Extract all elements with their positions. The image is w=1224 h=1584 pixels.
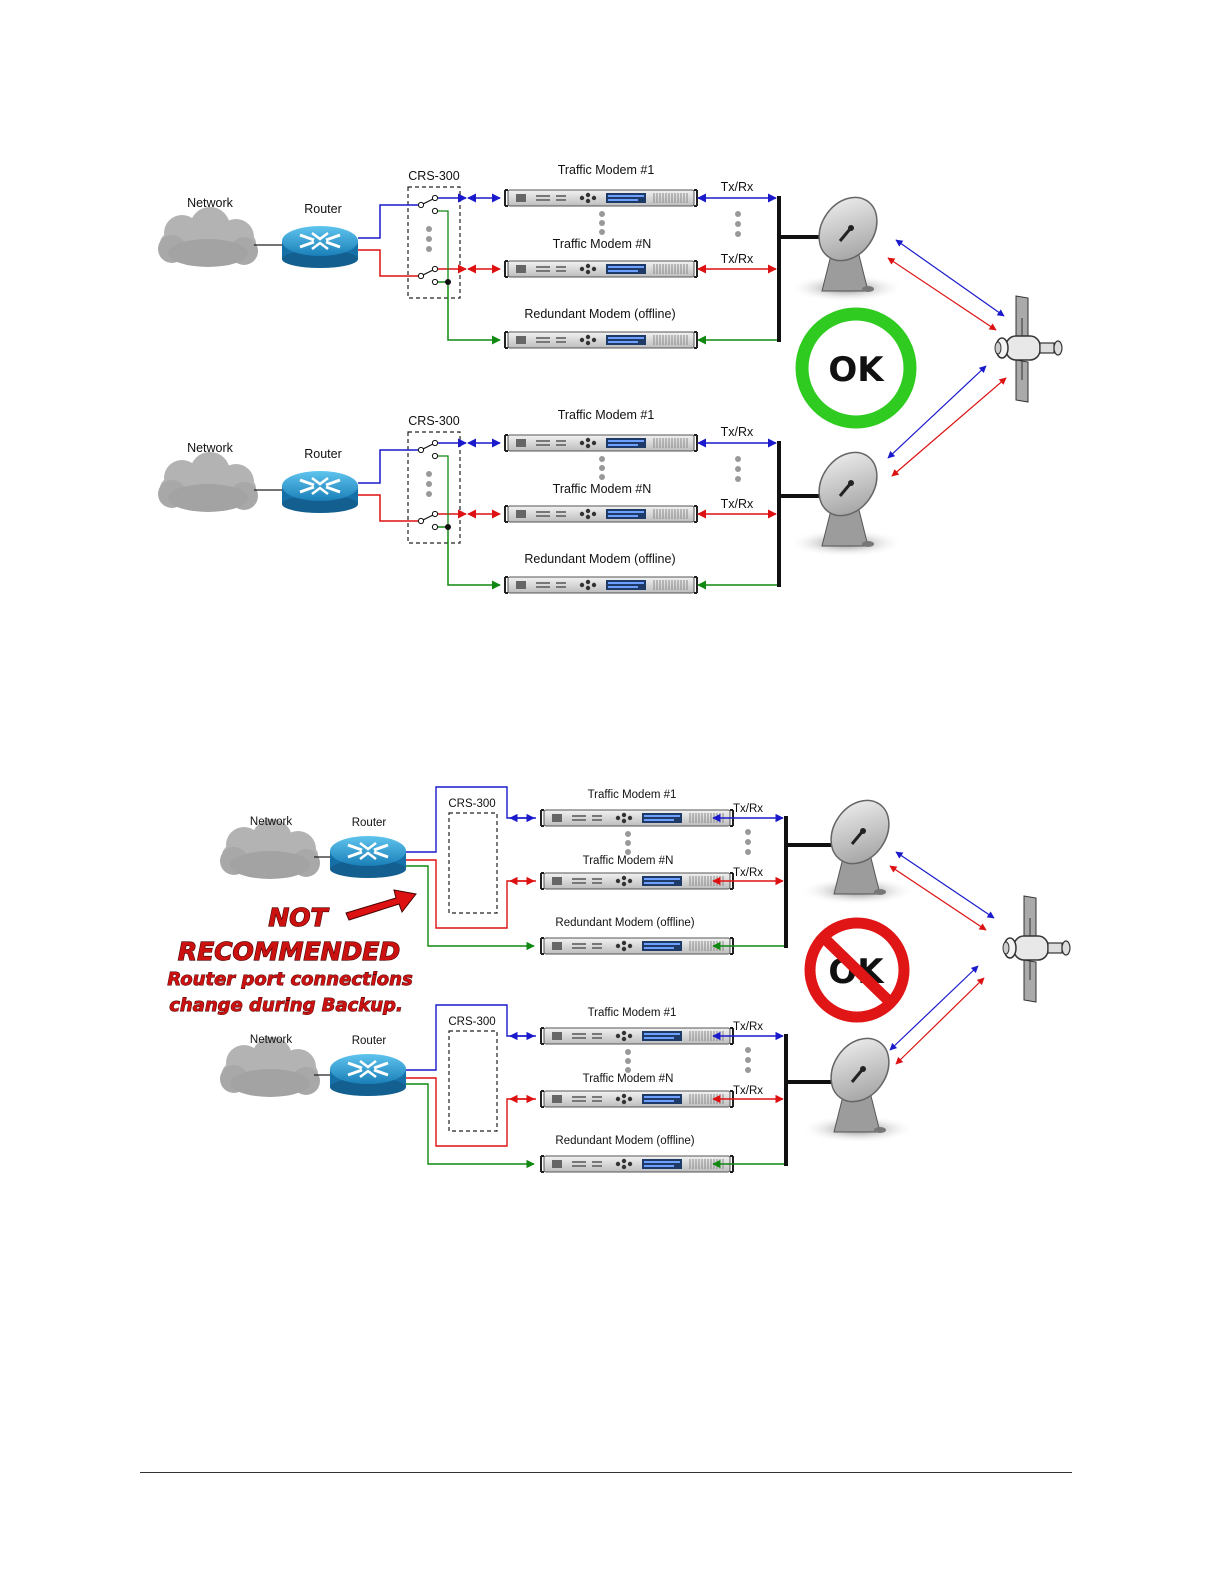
modem-icon xyxy=(540,1027,734,1045)
traffic-modem-n-label: Traffic Modem #N xyxy=(553,482,652,496)
bottom-diagram: Network Router CRS-300 Traffic Modem #1 … xyxy=(167,786,1071,1173)
modem-icon xyxy=(540,1090,734,1108)
traffic-modem-n-label: Traffic Modem #N xyxy=(553,237,652,251)
traffic-modem-n-label: Traffic Modem #N xyxy=(583,855,674,867)
txrx-label: Tx/Rx xyxy=(721,425,754,439)
txrx-label: Tx/Rx xyxy=(733,867,763,879)
dish-icon xyxy=(786,439,906,559)
crs-label: CRS-300 xyxy=(408,169,459,183)
cloud-icon xyxy=(158,452,258,512)
modem-icon xyxy=(540,872,734,890)
traffic-modem-1-label: Traffic Modem #1 xyxy=(588,789,677,801)
txrx-label: Tx/Rx xyxy=(721,180,754,194)
dish-icon xyxy=(798,787,918,907)
cloud-icon xyxy=(220,1037,320,1097)
arrow-icon xyxy=(345,889,417,921)
crs-box xyxy=(407,431,461,544)
warning-callout: NOT RECOMMENDED Router port connections … xyxy=(167,889,417,1016)
redundant-modem-label: Redundant Modem (offline) xyxy=(524,307,675,321)
redundant-modem-label: Redundant Modem (offline) xyxy=(555,1135,694,1147)
modem-icon xyxy=(540,809,734,827)
crs-label: CRS-300 xyxy=(448,1016,495,1028)
footer-rule xyxy=(140,1472,1072,1473)
crs-box xyxy=(448,1030,498,1132)
traffic-modem-1-label: Traffic Modem #1 xyxy=(558,408,655,422)
traffic-modem-n-label: Traffic Modem #N xyxy=(583,1073,674,1085)
router-label: Router xyxy=(304,202,342,216)
modem-icon xyxy=(504,434,698,452)
crs-box xyxy=(448,812,498,914)
txrx-label: Tx/Rx xyxy=(733,803,763,815)
top-system-1: Network Router CRS-300 Traff xyxy=(158,163,906,349)
dish-icon xyxy=(798,1025,918,1145)
modem-icon xyxy=(504,505,698,523)
router-icon xyxy=(280,224,360,270)
crs-label: CRS-300 xyxy=(408,414,459,428)
warning-not: NOT xyxy=(268,903,329,932)
redundant-modem-label: Redundant Modem (offline) xyxy=(555,917,694,929)
warning-line-3: Router port connections xyxy=(167,969,413,990)
router-icon xyxy=(328,834,408,880)
txrx-label: Tx/Rx xyxy=(721,497,754,511)
router-label: Router xyxy=(304,447,342,461)
modem-icon xyxy=(504,576,698,594)
no-symbol-icon: OK xyxy=(804,917,910,1023)
modem-icon xyxy=(504,189,698,207)
top-system-2: Network Router CRS-300 Traff xyxy=(158,408,906,594)
crs-box xyxy=(407,186,461,299)
satellite-icon xyxy=(994,295,1063,403)
modem-icon xyxy=(504,331,698,349)
top-diagram: Network Router CRS-300 Traff xyxy=(158,163,1063,594)
router-label: Router xyxy=(352,1035,387,1047)
warning-recommended: RECOMMENDED xyxy=(178,937,400,966)
network-label: Network xyxy=(187,196,234,210)
modem-icon xyxy=(504,260,698,278)
redundant-modem-label: Redundant Modem (offline) xyxy=(524,552,675,566)
cloud-icon xyxy=(220,819,320,879)
router-label: Router xyxy=(352,817,387,829)
network-label: Network xyxy=(250,816,292,828)
txrx-label: Tx/Rx xyxy=(721,252,754,266)
txrx-label: Tx/Rx xyxy=(733,1085,763,1097)
traffic-modem-1-label: Traffic Modem #1 xyxy=(558,163,655,177)
ok-badge-icon: OK xyxy=(795,307,917,429)
satellite-icon xyxy=(1002,895,1071,1003)
bottom-system-2: Network Router CRS-300 Traffic Modem #1 … xyxy=(220,1004,918,1173)
crs-label: CRS-300 xyxy=(448,798,495,810)
ok-label: OK xyxy=(828,350,885,390)
cloud-icon xyxy=(158,207,258,267)
modem-icon xyxy=(540,937,734,955)
bottom-system-1: Network Router CRS-300 Traffic Modem #1 … xyxy=(220,786,918,955)
txrx-label: Tx/Rx xyxy=(733,1021,763,1033)
router-icon xyxy=(328,1052,408,1098)
modem-icon xyxy=(540,1155,734,1173)
network-label: Network xyxy=(187,441,234,455)
router-icon xyxy=(280,469,360,515)
traffic-modem-1-label: Traffic Modem #1 xyxy=(588,1007,677,1019)
dish-icon xyxy=(786,184,906,304)
warning-line-4: change during Backup. xyxy=(169,995,403,1016)
network-label: Network xyxy=(250,1034,292,1046)
